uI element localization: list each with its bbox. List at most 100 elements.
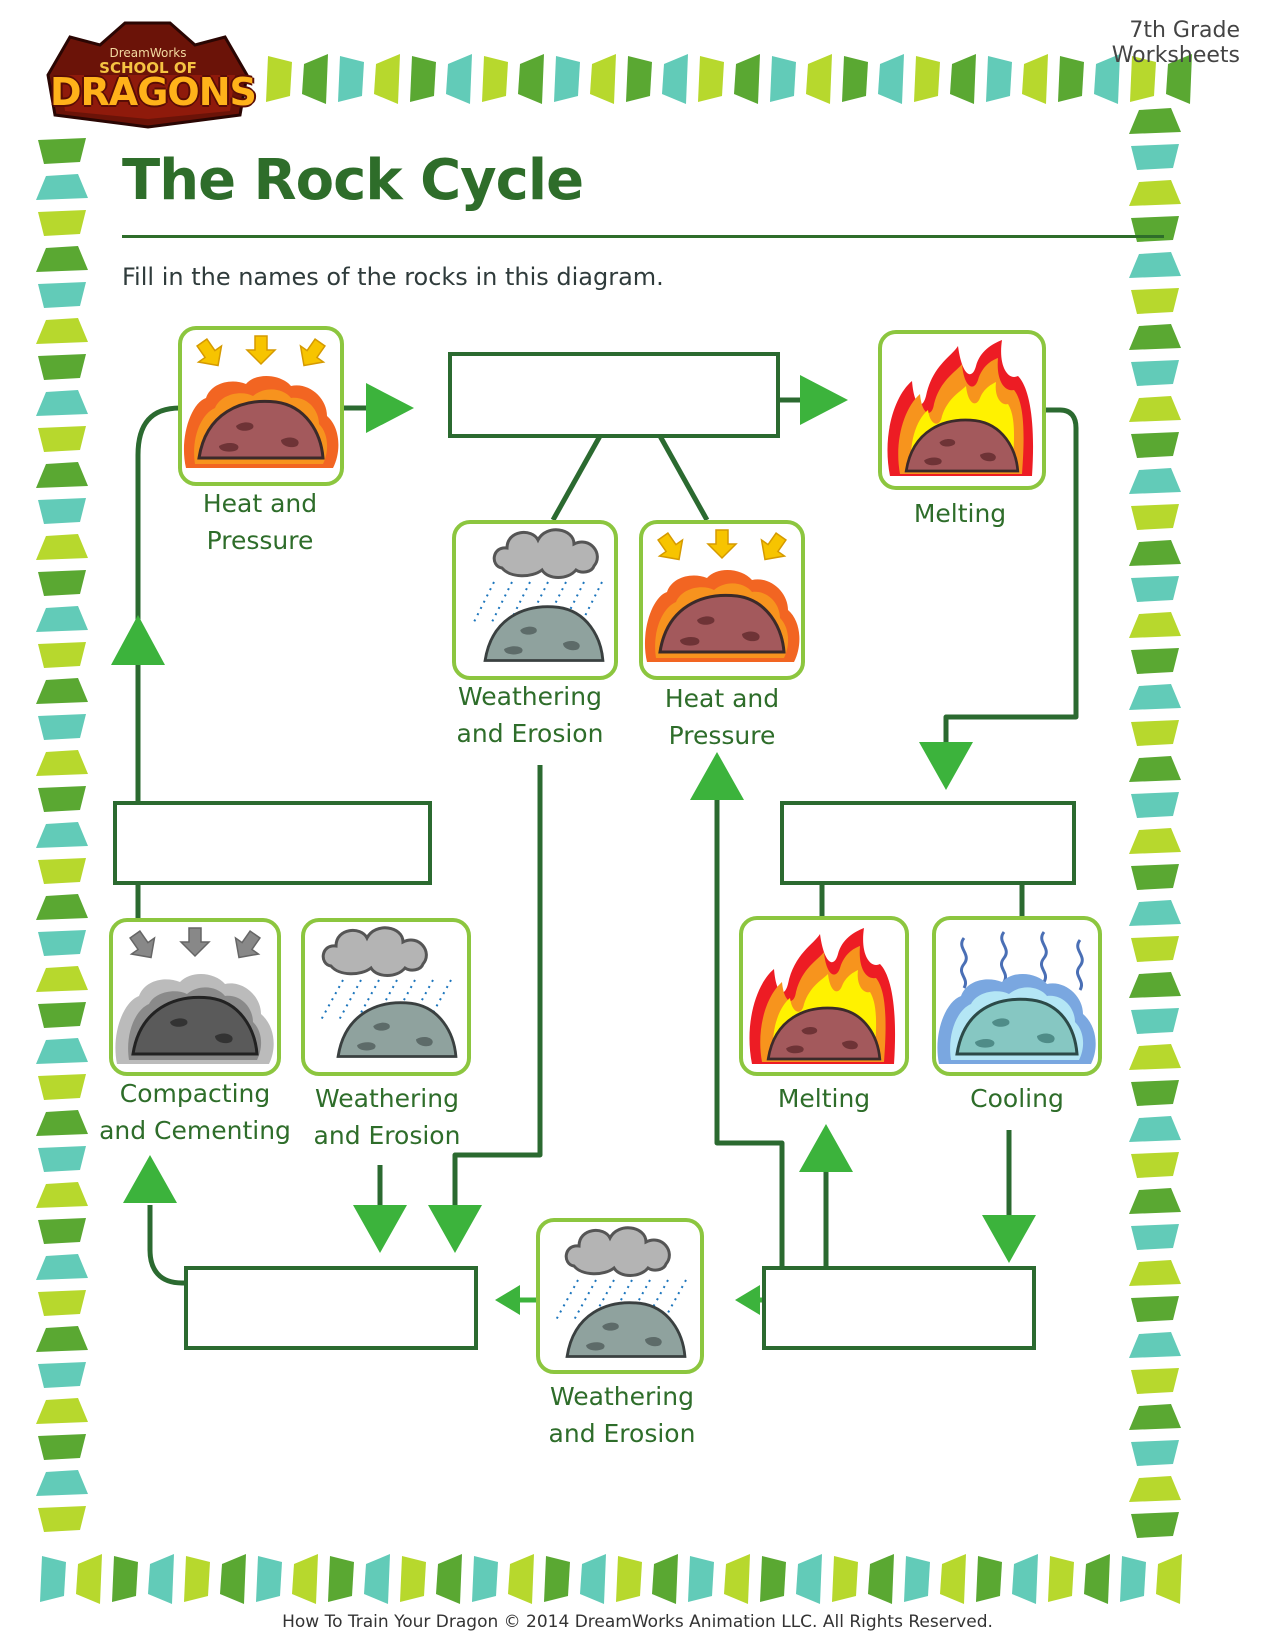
- answer-box-bottom-right[interactable]: [762, 1266, 1036, 1350]
- label-weathering-bottom: Weathering and Erosion: [548, 1382, 696, 1448]
- border-stripe: [1120, 1556, 1146, 1602]
- border-stripe: [1131, 144, 1179, 170]
- border-stripe: [662, 54, 688, 104]
- border-stripe: [36, 534, 88, 560]
- border-stripe: [38, 426, 86, 452]
- label-compacting: Compacting and Cementing: [99, 1079, 291, 1145]
- border-stripe: [1129, 972, 1181, 998]
- compacting-icon: [109, 918, 281, 1076]
- border-stripe: [446, 54, 472, 104]
- border-stripe: [38, 858, 86, 884]
- melting-icon-right: [739, 916, 909, 1076]
- border-stripe: [36, 894, 88, 920]
- border-stripe: [36, 1038, 88, 1064]
- border-stripe: [544, 1556, 570, 1602]
- cooling-icon: [932, 916, 1102, 1076]
- border-stripe: [1129, 252, 1181, 278]
- border-stripe: [1131, 1224, 1179, 1250]
- instructions-text: Fill in the names of the rocks in this d…: [122, 263, 664, 291]
- border-stripe: [842, 56, 868, 102]
- border-stripe: [770, 56, 796, 102]
- border-stripe: [364, 1554, 390, 1604]
- border-stripe: [184, 1556, 210, 1602]
- border-stripe: [1058, 56, 1084, 102]
- border-stripe: [36, 1182, 88, 1208]
- border-stripe: [292, 1554, 318, 1604]
- page-title: The Rock Cycle: [122, 148, 584, 213]
- border-stripe: [436, 1554, 462, 1604]
- arrow-up-melting: [799, 1124, 853, 1172]
- border-stripe: [38, 210, 86, 236]
- border-stripe: [40, 1556, 66, 1602]
- border-stripe: [878, 54, 904, 104]
- border-stripe: [38, 354, 86, 380]
- border-stripe: [1131, 792, 1179, 818]
- border-stripe: [616, 1556, 642, 1602]
- label-cooling: Cooling: [970, 1084, 1064, 1113]
- border-stripe: [1131, 936, 1179, 962]
- border-stripe: [1129, 468, 1181, 494]
- border-stripe: [1131, 432, 1179, 458]
- border-stripe: [904, 1556, 930, 1602]
- border-stripe: [698, 56, 724, 102]
- border-stripe: [410, 56, 436, 102]
- border-stripe: [1131, 576, 1179, 602]
- border-stripe: [1129, 1044, 1181, 1070]
- label-weathering-left: Weathering and Erosion: [313, 1084, 461, 1150]
- footer-copyright: How To Train Your Dragon © 2014 DreamWor…: [282, 1612, 993, 1632]
- border-stripe: [36, 1110, 88, 1136]
- border-stripe: [38, 570, 86, 596]
- border-stripe: [400, 1556, 426, 1602]
- border-stripe: [36, 318, 88, 344]
- border-stripe: [36, 390, 88, 416]
- border-stripe: [36, 678, 88, 704]
- grade-label: 7th Grade Worksheets: [1111, 18, 1240, 68]
- arrow-up-left: [111, 615, 165, 665]
- answer-box-top[interactable]: [448, 352, 780, 438]
- border-stripe: [1012, 1554, 1038, 1604]
- border-stripe: [1129, 1116, 1181, 1142]
- border-stripe: [38, 1506, 86, 1532]
- border-stripe: [1131, 1008, 1179, 1034]
- answer-box-bottom-left[interactable]: [184, 1266, 478, 1350]
- border-stripe: [1131, 1440, 1179, 1466]
- border-stripe: [508, 1554, 534, 1604]
- border-stripe: [914, 56, 940, 102]
- border-stripe: [36, 1398, 88, 1424]
- border-stripe: [580, 1554, 606, 1604]
- weathering-icon-center: [452, 520, 618, 680]
- border-stripe: [1094, 54, 1120, 104]
- answer-box-left[interactable]: [113, 801, 432, 885]
- border-stripe: [1129, 396, 1181, 422]
- border-stripe: [38, 1434, 86, 1460]
- border-stripe: [1131, 1368, 1179, 1394]
- border-stripe: [1131, 720, 1179, 746]
- border-stripe: [38, 930, 86, 956]
- border-stripe: [1129, 180, 1181, 206]
- border-stripe: [1131, 504, 1179, 530]
- border-stripe: [986, 56, 1012, 102]
- school-of-dragons-logo: DreamWorks SCHOOL OF DRAGONS: [40, 15, 257, 130]
- label-weathering-center: Weathering and Erosion: [456, 682, 604, 748]
- border-stripe: [1131, 648, 1179, 674]
- border-stripe: [832, 1556, 858, 1602]
- border-stripe: [1166, 54, 1192, 104]
- answer-box-right[interactable]: [780, 801, 1076, 885]
- arrow-down-left-1: [353, 1205, 407, 1253]
- border-stripe: [38, 1074, 86, 1100]
- border-stripe: [652, 1554, 678, 1604]
- border-stripe: [1131, 1512, 1179, 1538]
- label-heat-pressure-top: Heat and Pressure: [202, 489, 318, 555]
- border-stripe: [220, 1554, 246, 1604]
- arrow-left-bottom-1: [735, 1285, 760, 1315]
- border-stripe: [256, 1556, 282, 1602]
- border-stripe: [38, 1218, 86, 1244]
- border-stripe: [76, 1554, 102, 1604]
- border-stripe: [36, 462, 88, 488]
- border-stripe: [1129, 1260, 1181, 1286]
- border-stripe: [1129, 828, 1181, 854]
- border-stripe: [36, 1254, 88, 1280]
- border-stripe: [38, 714, 86, 740]
- border-stripe: [1131, 1296, 1179, 1322]
- border-stripe: [148, 1554, 174, 1604]
